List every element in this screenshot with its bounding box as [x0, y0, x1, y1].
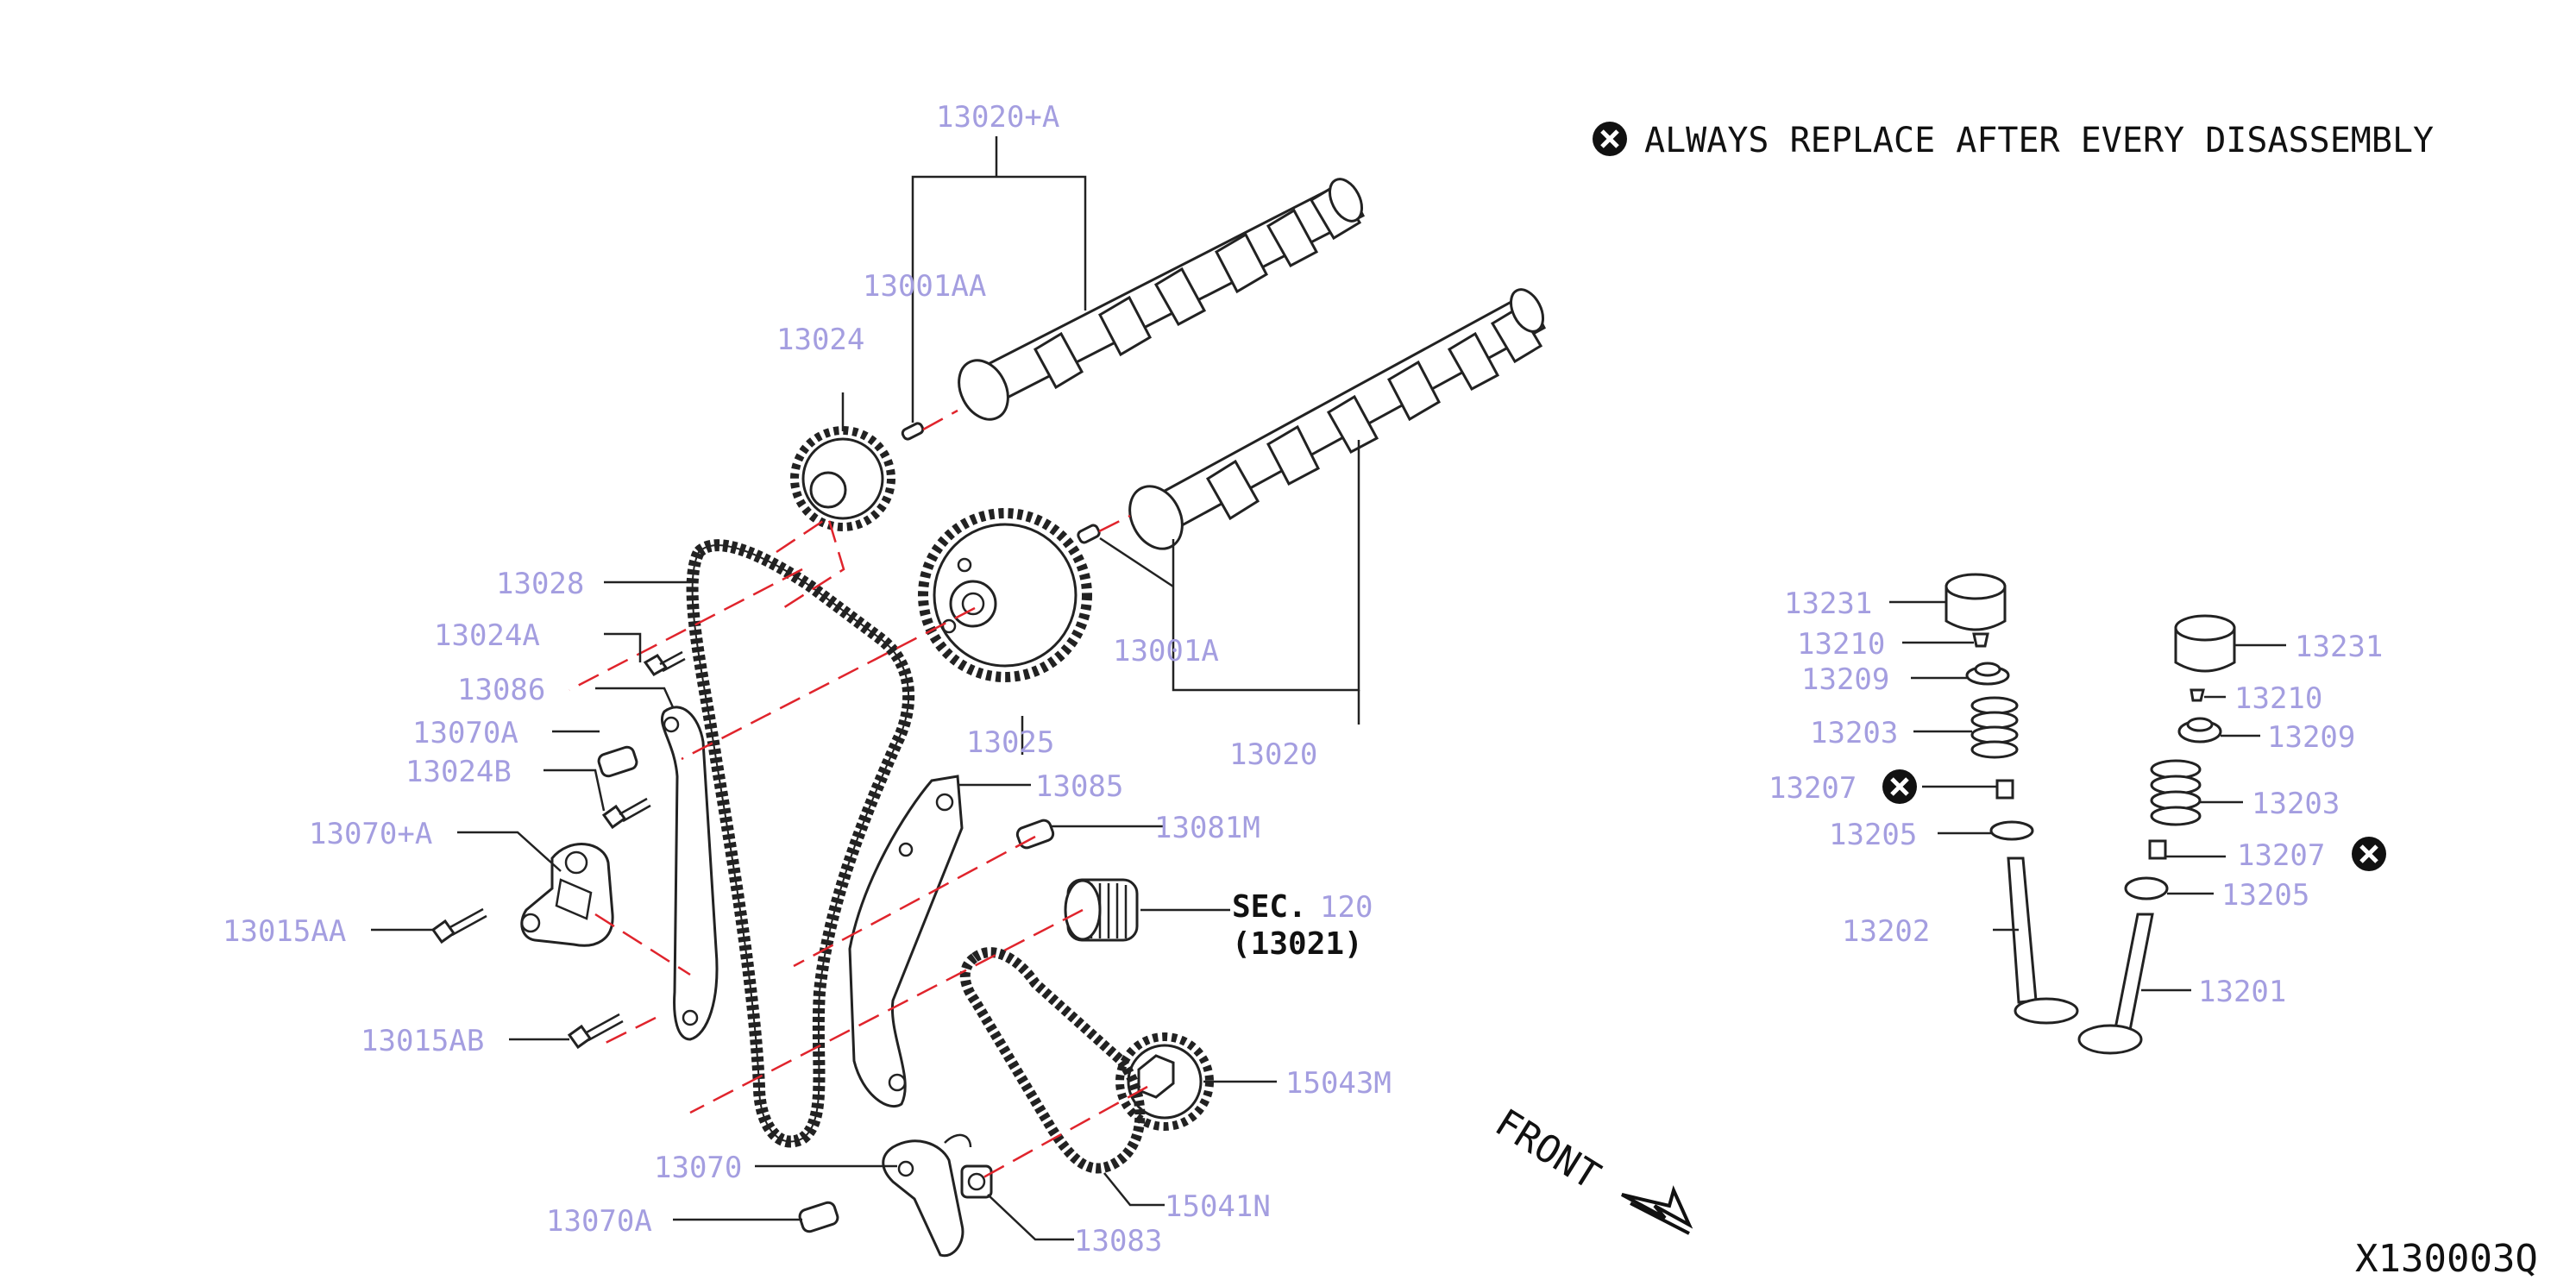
- oil-pump-sprocket-15043M: [1115, 1032, 1214, 1131]
- label-13210-left[interactable]: 13210: [1797, 627, 1885, 662]
- label-13024A[interactable]: 13024A: [434, 618, 540, 653]
- label-13205-right[interactable]: 13205: [2221, 878, 2309, 913]
- label-13020[interactable]: 13020: [1229, 737, 1317, 772]
- seal-13207-right: [2148, 839, 2167, 860]
- collet-13210-right: [2190, 688, 2205, 702]
- label-13001A[interactable]: 13001A: [1113, 634, 1219, 668]
- label-13207-right[interactable]: 13207: [2237, 838, 2325, 873]
- valve-13201: [2077, 913, 2154, 1055]
- bolt-13024A: [643, 650, 686, 676]
- leader-lines-valves: [1889, 600, 2286, 992]
- front-label: FRONT: [1487, 1101, 1607, 1198]
- valve-train-right: [2077, 614, 2236, 1055]
- camshaft-13020: [1128, 288, 1546, 550]
- label-15043M[interactable]: 15043M: [1285, 1066, 1392, 1101]
- tension-guide-13086: [660, 706, 719, 1041]
- label-13070[interactable]: 13070: [654, 1151, 742, 1185]
- retainer-13209-left: [1965, 662, 2010, 686]
- camshaft-13020A: [958, 178, 1366, 421]
- label-13231-left[interactable]: 13231: [1784, 587, 1872, 621]
- bolt-13015AB: [567, 1013, 624, 1050]
- replace-x-icon: [1593, 122, 1627, 156]
- label-13028[interactable]: 13028: [496, 567, 584, 601]
- camshaft-sprocket-13024: [790, 426, 895, 531]
- label-13025[interactable]: 13025: [966, 725, 1054, 760]
- leader-lines: [371, 136, 1360, 1241]
- label-13070pA[interactable]: 13070+A: [309, 817, 432, 851]
- label-13205-left[interactable]: 13205: [1829, 818, 1917, 852]
- label-13024[interactable]: 13024: [776, 323, 864, 357]
- lifter-13231-right: [2174, 614, 2236, 673]
- slack-guide-13085: [848, 775, 964, 1107]
- bolt-13083: [960, 1164, 993, 1199]
- sec-prefix: SEC.: [1232, 889, 1307, 925]
- chain-tensioner-13070: [882, 1133, 972, 1258]
- label-13083[interactable]: 13083: [1074, 1224, 1162, 1258]
- spring-13203-left: [1970, 696, 2019, 759]
- replace-x-icon-13207-right: [2352, 837, 2386, 871]
- label-13085[interactable]: 13085: [1035, 769, 1123, 804]
- label-13210-right[interactable]: 13210: [2234, 681, 2322, 716]
- replace-x-icon-13207-left: [1882, 769, 1917, 804]
- label-13015AA[interactable]: 13015AA: [223, 914, 346, 949]
- label-13203-right[interactable]: 13203: [2252, 787, 2340, 821]
- valve-13202: [2007, 856, 2079, 1025]
- crank-sprocket-sec120: [1064, 878, 1139, 942]
- label-13209-right[interactable]: 13209: [2267, 720, 2355, 755]
- label-13201[interactable]: 13201: [2198, 975, 2286, 1009]
- sleeve-13070A-top: [597, 745, 638, 778]
- sec-number[interactable]: 120: [1320, 890, 1373, 925]
- front-indicator: FRONT: [1487, 1101, 1693, 1235]
- label-13001AA[interactable]: 13001AA: [863, 269, 986, 304]
- collet-13210-left: [1972, 632, 1989, 648]
- label-13202[interactable]: 13202: [1842, 914, 1930, 949]
- seat-13205-left: [1989, 820, 2034, 841]
- label-13070A-bot[interactable]: 13070A: [546, 1204, 652, 1239]
- camshaft-sprocket-13025: [918, 508, 1092, 682]
- seal-13207-left: [1995, 779, 2014, 800]
- label-13231-right[interactable]: 13231: [2295, 630, 2383, 664]
- label-13207-left[interactable]: 13207: [1769, 771, 1857, 806]
- dowel-pin-13001AA: [901, 422, 925, 441]
- label-15041N[interactable]: 15041N: [1165, 1189, 1271, 1224]
- label-13203-left[interactable]: 13203: [1810, 716, 1898, 750]
- seat-13205-right: [2124, 876, 2169, 900]
- diagram-code: X130003Q: [2355, 1237, 2538, 1280]
- oil-pump-chain-15041N: [959, 947, 1146, 1174]
- label-13024B[interactable]: 13024B: [405, 755, 512, 789]
- valve-train-left: [1945, 573, 2079, 1025]
- label-13015AB[interactable]: 13015AB: [361, 1024, 484, 1058]
- label-13209-left[interactable]: 13209: [1801, 662, 1889, 697]
- bolt-13015AA: [430, 907, 487, 944]
- dowel-pin-13001A: [1077, 524, 1101, 544]
- chain-tensioner-13070A: [520, 843, 614, 947]
- replace-note: ALWAYS REPLACE AFTER EVERY DISASSEMBLY: [1593, 121, 2434, 160]
- spring-13203-right: [2150, 759, 2202, 826]
- label-13020A[interactable]: 13020+A: [936, 100, 1059, 135]
- label-13081M[interactable]: 13081M: [1154, 811, 1260, 845]
- sleeve-13070A-bot: [798, 1201, 839, 1233]
- part-labels: 13020+A 13001AA 13024 13028 13024A 13086…: [223, 100, 2383, 1258]
- retainer-13209-right: [2177, 717, 2222, 744]
- front-arrow-icon: [1621, 1185, 1693, 1235]
- lifter-13231-left: [1945, 573, 2007, 631]
- label-13070A-top[interactable]: 13070A: [412, 716, 518, 750]
- note-text: ALWAYS REPLACE AFTER EVERY DISASSEMBLY: [1644, 121, 2434, 160]
- bolt-13024B: [601, 797, 651, 830]
- sec-ref: (13021): [1232, 926, 1363, 962]
- label-13086[interactable]: 13086: [457, 673, 545, 707]
